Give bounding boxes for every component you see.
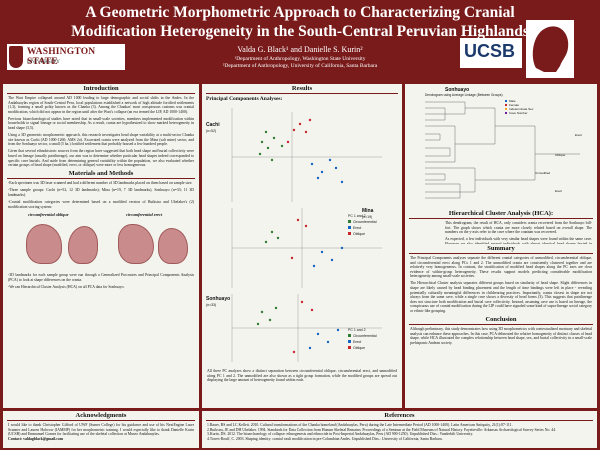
wsu-logo-name: WASHINGTON STATE xyxy=(27,47,96,67)
left-column: Introduction The Wari Empire collapsed a… xyxy=(3,84,199,408)
methods-paragraph-1: -Each specimen was 3D laser scanned and … xyxy=(8,181,193,186)
intro-paragraph-3: Using a 3D geometric morphometric approa… xyxy=(8,133,194,147)
legend-erect: Erect xyxy=(353,226,361,230)
methods-text-after: -3D landmarks for each sample group were… xyxy=(3,273,199,289)
affiliation-1: ¹Department of Anthropology, Washington … xyxy=(234,56,366,62)
pca-plots: Cachi (n=52) Mina (n=19) Sonhuayo (n=33)… xyxy=(206,108,382,362)
skull-erect-front-image xyxy=(158,228,188,265)
reference-2: 2.Buikstra, JE and DH Ubelaker. 1994. St… xyxy=(207,427,556,432)
methods-paragraph-4: -3D landmarks for each sample group were… xyxy=(8,273,194,282)
legend-erect-2: Erect xyxy=(353,340,361,344)
affiliation-2: ²Department of Anthropology, University … xyxy=(222,63,378,69)
skull-silhouette-icon xyxy=(526,20,574,78)
hca-paragraph-1: This dendrogram, the result of HCA, only… xyxy=(445,221,592,235)
legend-title-mina: PC 1 and 2 xyxy=(348,214,366,218)
acknowledgments-text: I would like to thank Christopher Giffor… xyxy=(8,423,194,437)
authors: Valda G. Black¹ and Danielle S. Kurin² xyxy=(237,45,363,54)
pca-subheading: Principal Components Analyses: xyxy=(206,96,283,102)
acknowledgments-panel: Acknowledgments I would like to thank Ch… xyxy=(3,411,199,448)
ucsb-logo: UCSB xyxy=(460,38,522,68)
introduction-text: The Wari Empire collapsed around AD 1000… xyxy=(3,96,199,168)
ucsb-logo-text: UCSB xyxy=(464,41,516,61)
conclusion-heading: Conclusion xyxy=(409,316,593,326)
summary-paragraph-2: The Hierarchical Cluster analysis separa… xyxy=(410,281,592,314)
dendro-group-erect-2: Erect xyxy=(555,189,562,193)
results-column: Results Principal Components Analyses: xyxy=(202,84,402,408)
methods-paragraph-5: -We ran Hierarchical Cluster Analysis (H… xyxy=(8,284,125,289)
contact-email[interactable]: Contact: valdagblack@gmail.com xyxy=(8,436,63,441)
skull-label-erect: circumferential erect xyxy=(126,212,163,218)
wsu-logo-sub: UNIVERSITY xyxy=(27,59,60,65)
dendrogram: Sonhuayo Dendrogram using Average Linkag… xyxy=(425,87,582,199)
conclusion-text: Although preliminary, this study demonst… xyxy=(410,327,592,345)
plot-label-cachi: Cachi xyxy=(206,122,220,128)
results-text: All three PC analyses show a distinct se… xyxy=(207,369,397,383)
plot-n-sonhuayo: (n=33) xyxy=(206,303,216,307)
intro-paragraph-1: The Wari Empire collapsed around AD 1000… xyxy=(8,96,194,114)
skull-erect-side-image xyxy=(118,224,154,265)
intro-paragraph-2: Previous bioarchaeological studies have … xyxy=(8,116,194,131)
summary-heading: Summary xyxy=(409,245,593,254)
reference-3: 3.Kurin, DS. 2012. The bioarchaeology of… xyxy=(207,432,474,437)
skull-label-oblique: circumferential oblique xyxy=(28,212,69,218)
plot-n-cachi: (n=52) xyxy=(206,129,216,133)
acknowledgments-heading: Acknowledgments xyxy=(7,412,195,421)
skull-figure: circumferential oblique circumferential … xyxy=(8,212,194,270)
plot-label-mina: Mina xyxy=(362,208,374,214)
references-heading: References xyxy=(206,412,593,421)
reference-4: 4.Torres-Rouff, C. 2003. Shaping identit… xyxy=(207,436,443,441)
methods-paragraph-3: -Cranial modification categories were de… xyxy=(8,200,194,209)
legend-circumferential-2: Circumferential xyxy=(353,334,377,338)
skull-oblique-side-image xyxy=(26,224,62,265)
results-heading: Results xyxy=(206,85,398,94)
methods-heading: Materials and Methods xyxy=(7,170,195,180)
summary-text: The Principal Components analyses separa… xyxy=(405,256,597,314)
dendro-legend-male: Male xyxy=(509,99,516,103)
references-panel: References 1.Bauer, BS and LC Kellett. 2… xyxy=(202,411,597,448)
methods-paragraph-2: -Three sample groups: Cachi (n=52, 12 3D… xyxy=(8,188,194,197)
references-list: 1.Bauer, BS and LC Kellett. 2010. Cultur… xyxy=(202,423,597,441)
methods-text: -Each specimen was 3D laser scanned and … xyxy=(3,181,199,209)
legend-oblique-2: Oblique xyxy=(353,346,365,350)
dendro-legend-female: Female xyxy=(509,103,519,107)
dendro-group-unmodified: Unmodified xyxy=(535,171,551,175)
plot-n-mina: (n=19) xyxy=(362,215,372,219)
summary-paragraph-1: The Principal Components analyses separa… xyxy=(410,256,592,279)
dendrogram-subtitle: Dendrogram using Average Linkage (Betwee… xyxy=(425,93,503,97)
reference-1: 1.Bauer, BS and LC Kellett. 2010. Cultur… xyxy=(207,423,513,427)
affiliations: ¹Department of Anthropology, Washington … xyxy=(150,56,450,70)
dendrogram-title: Sonhuayo xyxy=(445,87,469,93)
dendro-group-oblique: Oblique xyxy=(555,153,566,157)
dendro-legend-cave: Cave Number xyxy=(509,111,528,115)
skull-oblique-front-image xyxy=(68,226,98,265)
legend-oblique: Oblique xyxy=(353,232,365,236)
legend-circumferential: Circumferential xyxy=(353,220,377,224)
dendro-legend-indeterminate: Indeterminate Sex xyxy=(509,107,534,111)
summary-conclusion-panel: Summary The Principal Components analyse… xyxy=(405,244,597,408)
wsu-logo: WASHINGTON STATE UNIVERSITY xyxy=(7,44,125,70)
dendro-group-erect: Erect xyxy=(575,133,582,137)
introduction-heading: Introduction xyxy=(7,85,195,94)
hca-heading: Hierarchical Cluster Analysis (HCA): xyxy=(409,210,593,219)
legend-title-sonhuayo: PC 1 and 2 xyxy=(348,328,366,332)
wsu-crest-icon xyxy=(9,46,23,68)
plot-label-sonhuayo: Sonhuayo xyxy=(206,296,230,302)
intro-paragraph-4: Given that several ethnohistoric sources… xyxy=(8,149,194,168)
poster-title: A Geometric Morphometric Approach to Cha… xyxy=(71,4,529,40)
